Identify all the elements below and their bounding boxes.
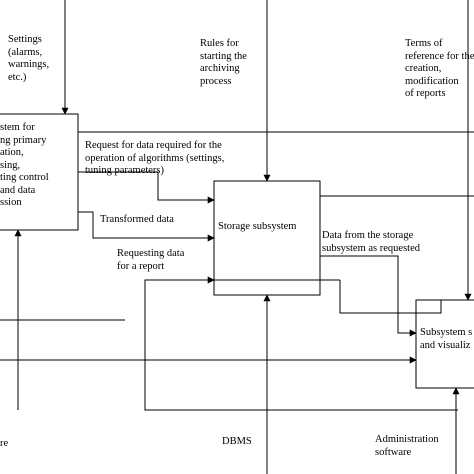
admin-software-label: Administration software: [375, 434, 439, 458]
dbms-label: DBMS: [222, 436, 252, 447]
requesting-report-label: Requesting data for a report: [117, 248, 185, 272]
storage-subsystem-label: Storage subsystem: [218, 221, 297, 232]
terms-label: Terms of reference for the creation, mod…: [405, 38, 474, 99]
transformed-data-label: Transformed data: [100, 214, 174, 225]
requesting-report-arrow: [339, 280, 442, 314]
rules-label: Rules for starting the archiving process: [200, 38, 247, 87]
data-from-storage-arrow: [320, 255, 417, 337]
transformed-data-arrow: [78, 211, 215, 242]
requesting-report-feed-arrow: [144, 279, 458, 411]
visualization-subsystem-label: Subsystem s and visualiz: [420, 327, 473, 351]
bottom-left-label: re: [0, 438, 9, 449]
request-data-label: Request for data required for the operat…: [85, 140, 225, 176]
data-from-storage-label: Data from the storage subsystem as reque…: [322, 230, 420, 254]
visualization-subsystem-block: [415, 299, 474, 389]
request-data-arrow: [78, 171, 215, 204]
storage-subsystem-block: [213, 180, 321, 296]
settings-label: Settings (alarms, warnings, etc.): [8, 34, 50, 83]
acquisition-subsystem-label: stem for ng primary ation, sing, ting co…: [0, 122, 49, 208]
